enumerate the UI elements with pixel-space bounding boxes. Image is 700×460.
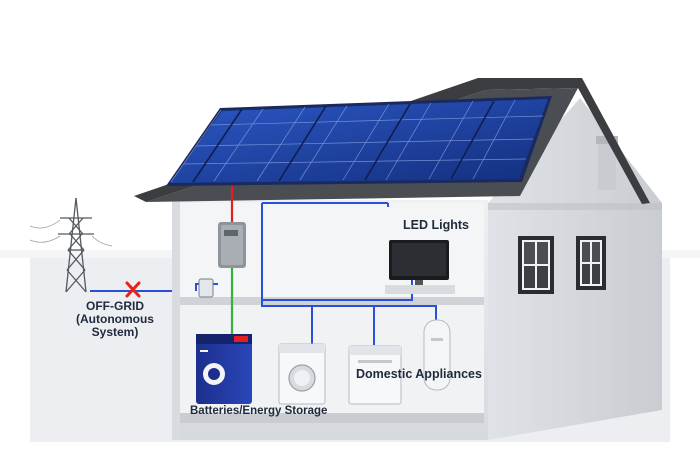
off-grid-label-line1: OFF-GRID [86, 299, 144, 313]
tv-icon [385, 240, 455, 294]
off-grid-label-line3: System) [91, 325, 139, 339]
solar-panel-array [166, 96, 552, 186]
house-side-wall [488, 98, 662, 440]
dishwasher-icon [348, 345, 402, 405]
batteries-label: Batteries/Energy Storage [190, 405, 328, 417]
side-window-left [518, 236, 554, 294]
battery-unit-icon [196, 334, 252, 404]
inverter-icon [218, 222, 246, 268]
ground-floor-slab [180, 413, 484, 423]
power-pylon-icon [29, 197, 113, 293]
chimney [598, 140, 616, 190]
washing-machine-icon [278, 343, 326, 405]
side-window-right [576, 236, 606, 290]
led-lights-label: LED Lights [403, 218, 469, 232]
water-heater-icon [423, 319, 451, 391]
domestic-appliances-label: Domestic Appliances [356, 367, 482, 381]
junction-box [198, 278, 214, 298]
off-grid-label-line2: (Autonomous [76, 312, 154, 326]
red-x-icon [125, 281, 141, 298]
off-grid-label: OFF-GRID (Autonomous System) [60, 300, 170, 339]
